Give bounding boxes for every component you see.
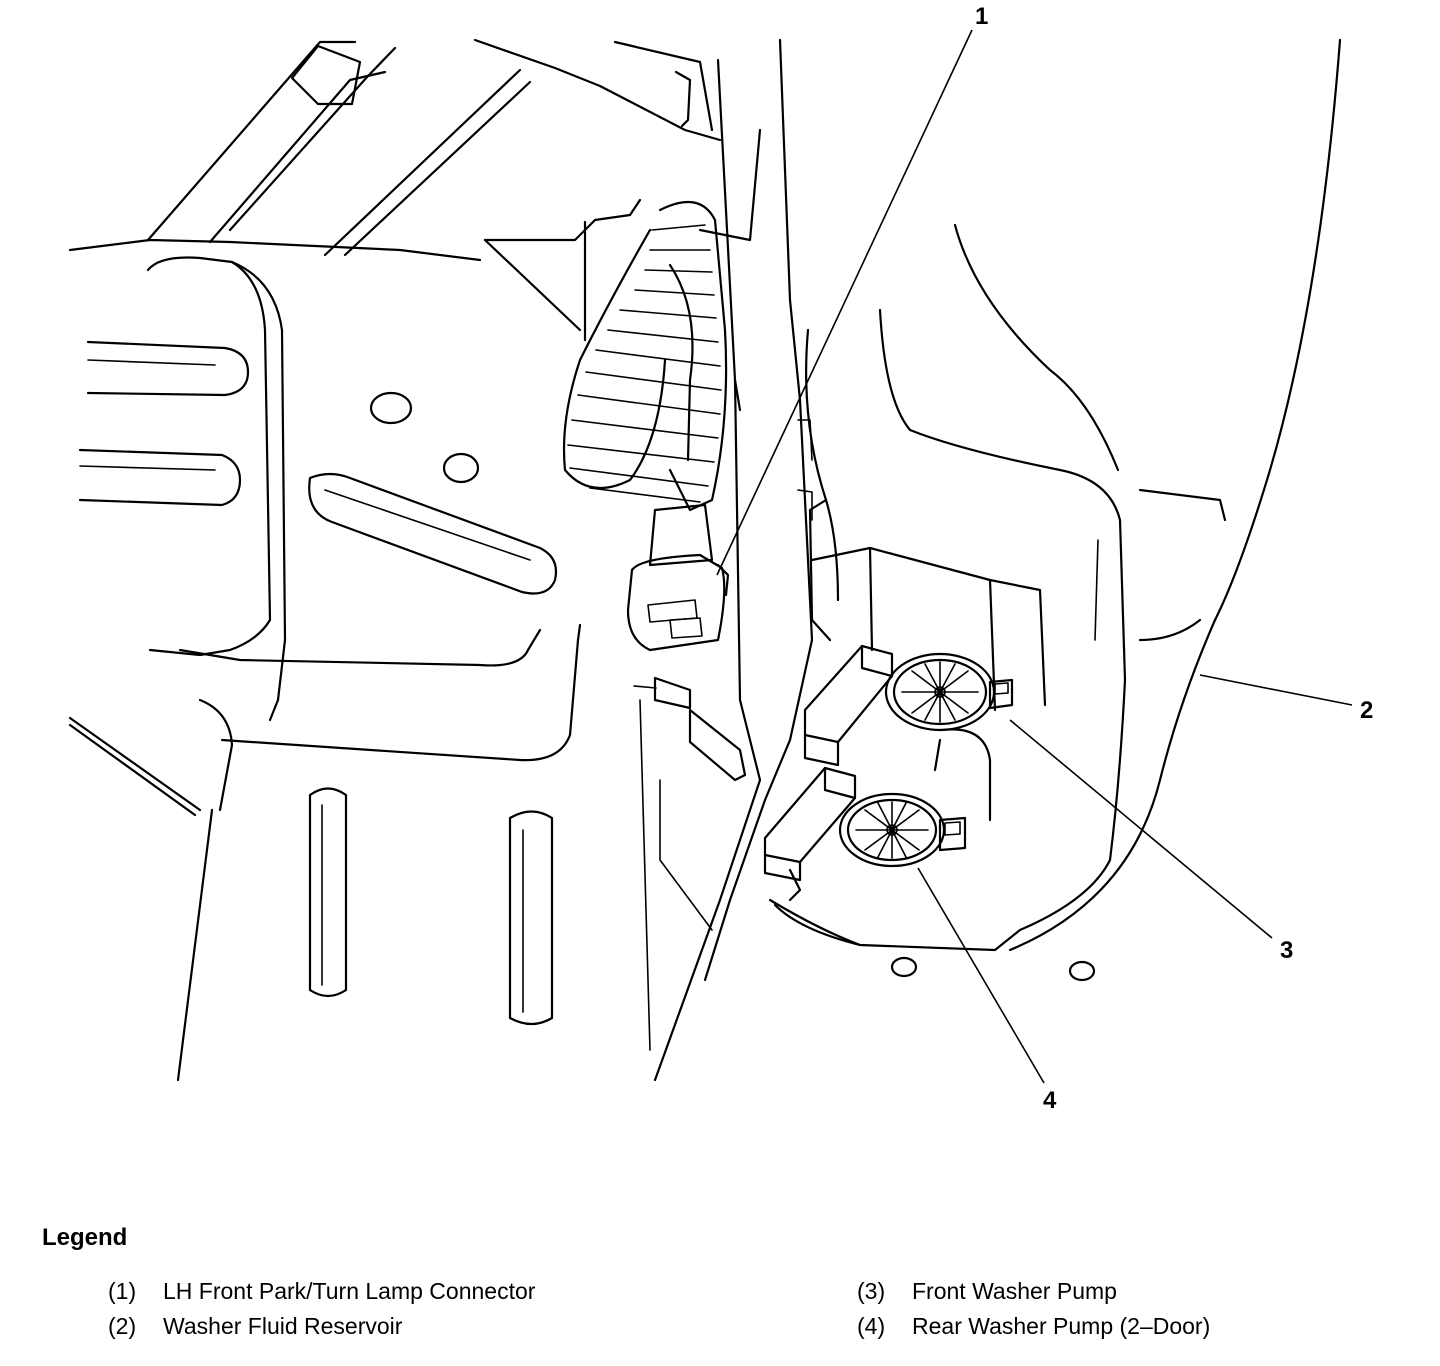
- mounting-hole: [1068, 960, 1096, 982]
- callout-3: 3: [1280, 937, 1293, 964]
- mounting-hole: [890, 956, 918, 978]
- callout-4: 4: [1043, 1087, 1057, 1114]
- fender-edge: [483, 38, 814, 1082]
- legend-item-label: Washer Fluid Reservoir: [163, 1313, 403, 1339]
- legend-item-3: (3) Front Washer Pump: [857, 1278, 1117, 1305]
- legend-item-label: LH Front Park/Turn Lamp Connector: [163, 1278, 536, 1304]
- callout-1: 1: [975, 3, 988, 30]
- rear-washer-pump: [763, 728, 992, 947]
- legend-item-label: Rear Washer Pump (2–Door): [912, 1313, 1211, 1339]
- wiring-harness: [562, 200, 730, 652]
- legend-item-4: (4) Rear Washer Pump (2–Door): [857, 1313, 1210, 1340]
- callout-2: 2: [1360, 697, 1373, 724]
- inner-fender-panel: [68, 38, 722, 1082]
- legend-item-2: (2) Washer Fluid Reservoir: [108, 1313, 402, 1340]
- legend-item-number: (3): [857, 1278, 886, 1304]
- legend-item-number: (4): [857, 1313, 886, 1339]
- washer-fluid-reservoir: [773, 38, 1342, 952]
- legend-title: Legend: [42, 1224, 128, 1251]
- legend-item-number: (2): [108, 1313, 137, 1339]
- front-washer-pump: [803, 644, 1014, 767]
- washer-pump-location-diagram: 1 2 3 4: [68, 3, 1373, 1114]
- legend-item-1: (1) LH Front Park/Turn Lamp Connector: [108, 1278, 535, 1305]
- legend-item-label: Front Washer Pump: [912, 1278, 1117, 1304]
- leader-lines: [716, 29, 1353, 1084]
- legend-item-number: (1): [108, 1278, 137, 1304]
